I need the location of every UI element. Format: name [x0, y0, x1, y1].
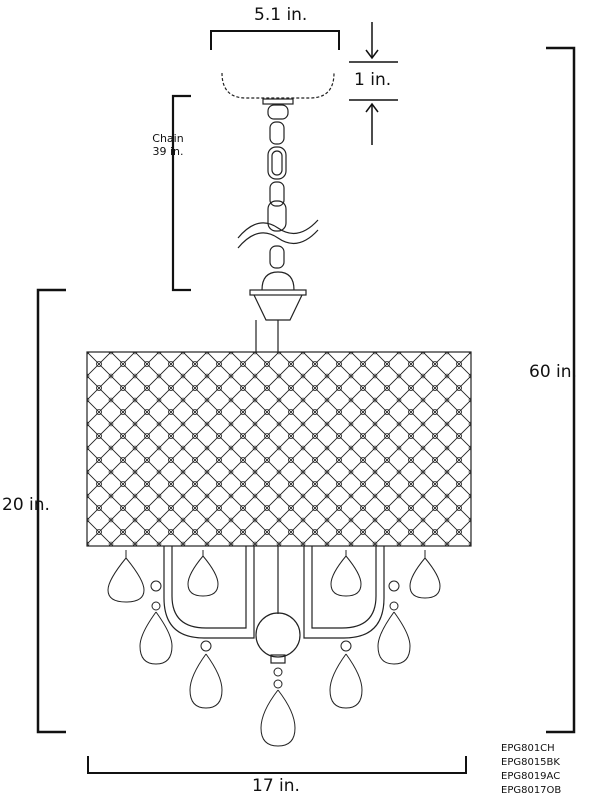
chain-label-title: Chain — [152, 132, 184, 145]
model-number: EPG8019AC — [501, 771, 561, 782]
chain-label: Chain 39 in. — [146, 132, 190, 158]
fixture-height-label: 20 in. — [2, 495, 50, 515]
fixture-width-label: 17 in. — [252, 776, 300, 796]
total-height-label: 60 in. — [529, 362, 577, 382]
canopy — [221, 72, 335, 99]
canopy-width-label: 5.1 in. — [254, 5, 308, 25]
fixture-width-bracket — [87, 756, 467, 774]
model-number: EPG801CH — [501, 743, 555, 754]
canopy-height-label: 1 in. — [354, 70, 392, 90]
canopy-height-marker — [349, 22, 398, 145]
shade-connector — [249, 289, 307, 352]
chain-length-label: 39 in. — [152, 145, 184, 158]
chain-bracket — [171, 94, 191, 292]
drum-shade — [86, 351, 472, 547]
model-number-list: EPG801CH EPG8015BK EPG8019AC EPG8017OB — [501, 742, 561, 798]
total-height-bracket — [546, 46, 576, 734]
chandelier-arms — [163, 546, 385, 664]
model-number: EPG8017OB — [501, 785, 562, 796]
model-number: EPG8015BK — [501, 757, 560, 768]
chain — [237, 98, 319, 291]
canopy-width-bracket — [210, 30, 340, 50]
fixture-height-bracket — [36, 288, 66, 734]
crystals — [107, 550, 441, 747]
